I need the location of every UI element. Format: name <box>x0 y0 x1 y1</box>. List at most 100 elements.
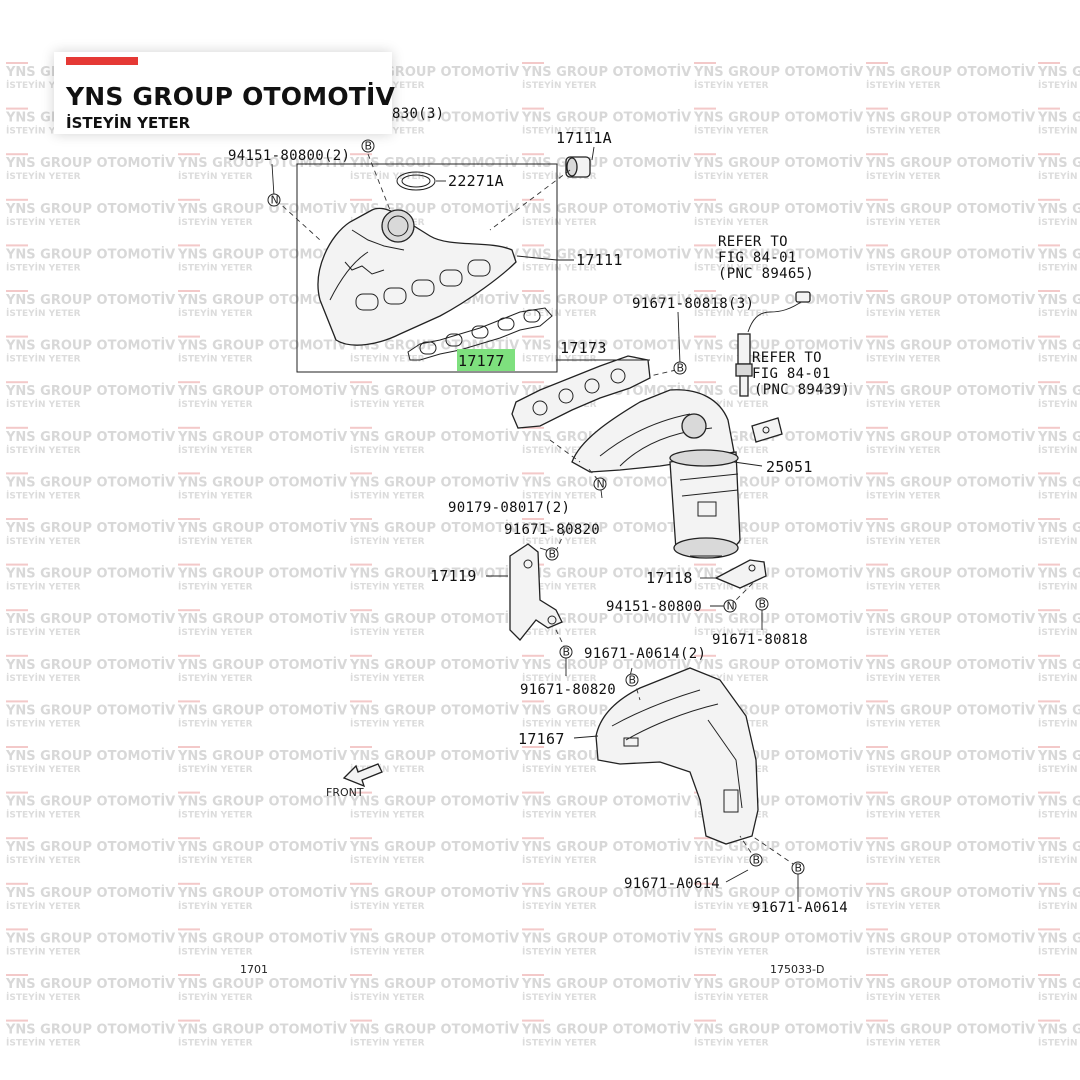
watermark-title: YNS GROUP OTOMOTİV <box>349 155 519 171</box>
watermark-subtitle: İSTEYİN YETER <box>866 536 941 547</box>
watermark-subtitle: İSTEYİN YETER <box>522 764 597 775</box>
oxygen-sensor-89465 <box>735 291 811 397</box>
watermark-subtitle: İSTEYİN YETER <box>866 490 941 501</box>
watermark-bar <box>6 107 28 110</box>
watermark-bar <box>6 974 28 976</box>
watermark-subtitle: İSTEYİN YETER <box>694 855 769 866</box>
watermark-title: YNS GROUP OTOMOTİV <box>693 383 863 399</box>
watermark-subtitle: İSTEYİN YETER <box>350 399 425 410</box>
exhaust-gasket-17173 <box>511 355 651 429</box>
watermark-bar <box>866 426 888 429</box>
watermark-subtitle: İSTEYİN YETER <box>1038 80 1080 91</box>
watermark-title: YNS GROUP OTOMOTİV <box>1037 110 1080 126</box>
watermark-bar <box>6 928 28 931</box>
watermark-subtitle: İSTEYİN YETER <box>1038 992 1080 1003</box>
figure-number-right: 175033-D <box>770 963 824 976</box>
watermark-bar <box>6 290 28 292</box>
watermark-subtitle: İSTEYİN YETER <box>178 490 253 501</box>
watermark-bar <box>178 153 200 156</box>
watermark-title: YNS GROUP OTOMOTİV <box>5 338 175 354</box>
watermark-title: YNS GROUP OTOMOTİV <box>1037 338 1080 354</box>
watermark-subtitle: İSTEYİN YETER <box>350 810 425 821</box>
watermark-subtitle: İSTEYİN YETER <box>1038 490 1080 501</box>
watermark-bar <box>1038 791 1060 794</box>
watermark-subtitle: İSTEYİN YETER <box>350 445 425 456</box>
watermark-title: YNS GROUP OTOMOTİV <box>5 794 175 810</box>
watermark-subtitle: İSTEYİN YETER <box>522 126 597 137</box>
watermark-bar <box>178 563 200 566</box>
watermark-title: YNS GROUP OTOMOTİV <box>1037 748 1080 764</box>
watermark-subtitle: İSTEYİN YETER <box>178 445 253 456</box>
watermark-title: YNS GROUP OTOMOTİV <box>865 474 1035 490</box>
bolt-marker-icon: B <box>563 646 571 659</box>
bolt-marker-ring <box>755 597 769 611</box>
watermark-subtitle: İSTEYİN YETER <box>522 992 597 1003</box>
watermark-bar <box>6 837 28 840</box>
watermark-title: YNS GROUP OTOMOTİV <box>1037 794 1080 810</box>
watermark-title: YNS GROUP OTOMOTİV <box>865 611 1035 627</box>
watermark-bar <box>1038 290 1060 292</box>
watermark-subtitle: İSTEYİN YETER <box>350 901 425 912</box>
watermark-subtitle: İSTEYİN YETER <box>1038 171 1080 182</box>
watermark-title: YNS GROUP OTOMOTİV <box>5 930 175 946</box>
watermark-bar <box>1038 198 1060 201</box>
watermark-title: YNS GROUP OTOMOTİV <box>521 794 691 810</box>
watermark-title: YNS GROUP OTOMOTİV <box>1037 429 1080 445</box>
watermark-title: YNS GROUP OTOMOTİV <box>1037 520 1080 536</box>
watermark-bar <box>522 928 544 931</box>
watermark-title: YNS GROUP OTOMOTİV <box>865 748 1035 764</box>
label-refer1-line3: (PNC 89465) <box>718 266 814 282</box>
watermark-subtitle: İSTEYİN YETER <box>1038 946 1080 957</box>
watermark-title: YNS GROUP OTOMOTİV <box>349 1022 519 1038</box>
watermark-bar <box>522 1019 544 1022</box>
watermark-subtitle: İSTEYİN YETER <box>6 80 81 91</box>
watermark-bar <box>1038 426 1060 429</box>
watermark-subtitle: İSTEYİN YETER <box>522 1038 597 1049</box>
watermark-subtitle: İSTEYİN YETER <box>866 217 941 228</box>
watermark-bar <box>694 1019 716 1022</box>
watermark-title: YNS GROUP OTOMOTİV <box>865 566 1035 582</box>
watermark-subtitle: İSTEYİN YETER <box>694 171 769 182</box>
label-91671-A0614-a: 91671-A0614 <box>624 876 720 892</box>
watermark-title: YNS GROUP OTOMOTİV <box>5 885 175 901</box>
heat-insulator-17167 <box>595 667 759 845</box>
watermark-subtitle: İSTEYİN YETER <box>1038 627 1080 638</box>
watermark-bar <box>866 62 888 64</box>
watermark-bar <box>178 381 200 384</box>
watermark-title: YNS GROUP OTOMOTİV <box>5 657 175 673</box>
watermark-bar <box>6 426 28 429</box>
watermark-subtitle: İSTEYİN YETER <box>694 901 769 912</box>
watermark-title: YNS GROUP OTOMOTİV <box>693 292 863 308</box>
watermark-title: YNS GROUP OTOMOTİV <box>1037 702 1080 718</box>
watermark-title: YNS GROUP OTOMOTİV <box>1037 1022 1080 1038</box>
watermark-bar <box>866 654 888 657</box>
watermark-bar <box>1038 1019 1060 1022</box>
watermark-bar <box>522 654 544 657</box>
watermark-subtitle: İSTEYİN YETER <box>178 171 253 182</box>
watermark-bar <box>866 882 888 885</box>
watermark-subtitle: İSTEYİN YETER <box>178 810 253 821</box>
watermark-bar <box>866 290 888 292</box>
watermark-bar <box>866 746 888 748</box>
watermark-title: YNS GROUP OTOMOTİV <box>1037 155 1080 171</box>
watermark-bar <box>694 107 716 110</box>
watermark-title: YNS GROUP OTOMOTİV <box>349 611 519 627</box>
watermark-subtitle: İSTEYİN YETER <box>6 992 81 1003</box>
watermark-title: YNS GROUP OTOMOTİV <box>5 201 175 217</box>
watermark-title: YNS GROUP OTOMOTİV <box>177 611 347 627</box>
watermark-bar <box>866 381 888 384</box>
nut-marker-icon: N <box>727 600 735 613</box>
label-22271A: 22271A <box>448 172 504 190</box>
watermark-subtitle: İSTEYİN YETER <box>178 217 253 228</box>
watermark-bar <box>522 700 544 703</box>
nut-marker-icon: N <box>597 478 605 491</box>
watermark-title: YNS GROUP OTOMOTİV <box>5 246 175 262</box>
watermark-subtitle: İSTEYİN YETER <box>350 490 425 501</box>
label-94151-mid: 94151-80800 <box>606 599 702 615</box>
brand-title: YNS GROUP OTOMOTİV <box>66 82 396 111</box>
watermark-bar <box>350 882 372 885</box>
watermark-bar <box>522 381 544 384</box>
watermark-title: YNS GROUP OTOMOTİV <box>349 976 519 992</box>
watermark-title: YNS GROUP OTOMOTİV <box>693 657 863 673</box>
